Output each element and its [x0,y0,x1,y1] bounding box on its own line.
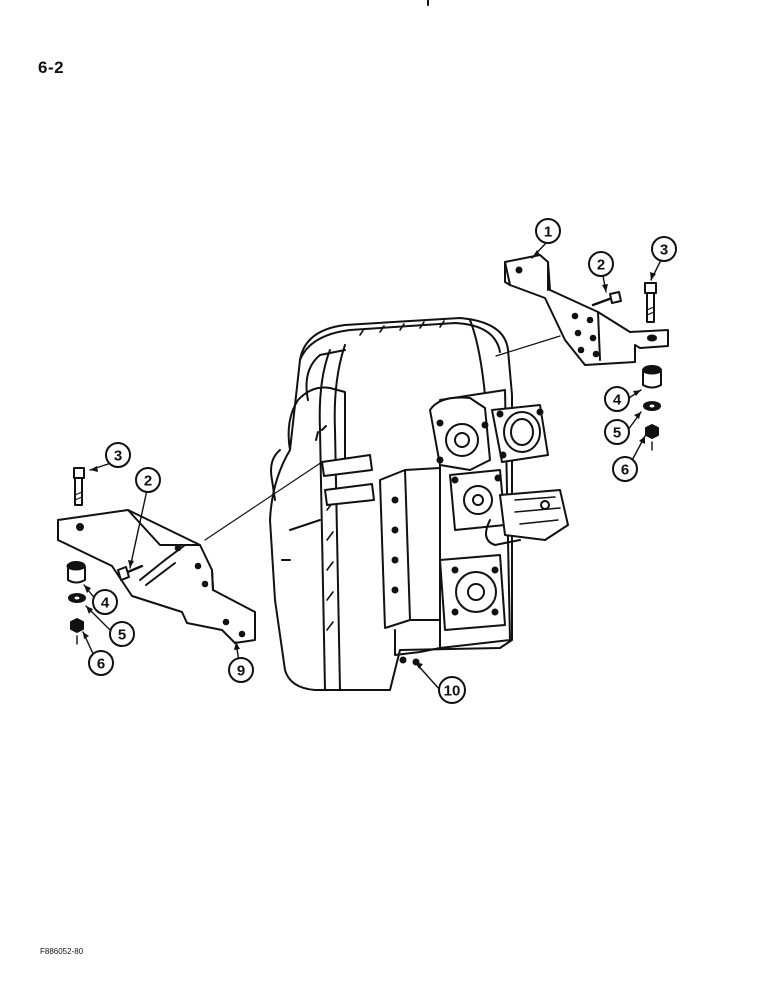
nut-6-right [645,424,659,451]
callout-10: 10 [438,676,466,704]
rubber-mount-4-left [66,561,86,584]
bolt-2-right [591,291,622,307]
callout-1: 1 [535,218,561,244]
nut-6-left [70,618,84,645]
callout-label: 1 [544,224,552,241]
callout-label: 4 [613,392,622,409]
left-mounting-bracket [57,509,256,644]
page-number: 6-2 [38,58,65,77]
callout-label: 2 [144,473,152,490]
callout-label: 2 [597,257,605,274]
bolt-3-left [73,467,85,506]
callout-5-left: 5 [109,621,135,647]
callout-label: 9 [237,663,245,680]
washer-5-left [68,593,86,603]
callout-label: 3 [660,242,668,259]
right-mounting-bracket [504,254,669,366]
callout-6-left: 6 [88,650,114,676]
bolt-3-right [644,282,657,323]
callout-9: 9 [228,657,254,683]
callout-4-right: 4 [604,386,630,412]
callout-3-left: 3 [105,442,131,468]
callout-label: 4 [101,595,110,612]
callout-5-right: 5 [604,419,630,445]
callout-label: 6 [97,656,105,673]
rubber-mount-4-right [642,365,662,389]
callout-label: 6 [621,462,629,479]
callout-6-right: 6 [612,456,638,482]
washer-5-right [643,401,661,411]
figure-code: F886052-80 [40,947,84,956]
transmission-housing [269,317,569,691]
callout-2-right: 2 [588,251,614,277]
callout-2-left: 2 [135,467,161,493]
leader-arrowheads [83,250,656,669]
callout-label: 5 [613,425,621,442]
callout-label: 3 [114,448,122,465]
callout-3-right: 3 [651,236,677,262]
explode-lines [204,335,561,541]
callout-label: 5 [118,627,126,644]
callout-4-left: 4 [92,589,118,615]
callout-label: 10 [444,683,461,700]
bolt-2-left [117,564,144,581]
